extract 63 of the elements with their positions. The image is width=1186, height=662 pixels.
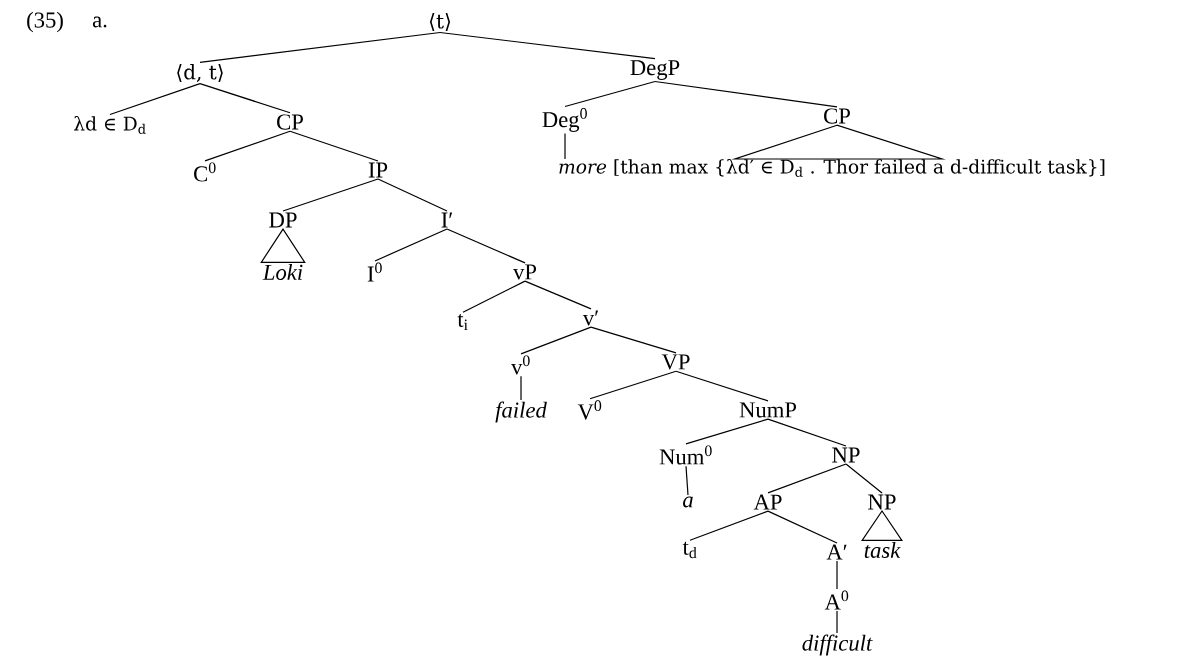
branch-line: [767, 463, 847, 494]
tree-label: NumP: [739, 402, 797, 418]
tree-label: I′: [441, 212, 453, 228]
example-number: a.: [92, 16, 107, 28]
tree-label: IP: [368, 162, 388, 178]
tree-label: t$_{d}$: [682, 541, 697, 559]
branch-line: [767, 418, 847, 447]
tree-label: NP: [832, 447, 860, 463]
branch-line: [836, 610, 838, 634]
branch-line: [767, 510, 838, 544]
branch-line: [199, 31, 441, 64]
tree-label: A′: [826, 544, 847, 560]
branch-line: [675, 370, 769, 402]
tree-label: NP: [868, 494, 896, 510]
tree-label: CP: [277, 114, 303, 130]
branch-line: [462, 280, 526, 313]
leaf-word: task: [864, 542, 901, 558]
tree-label: λd ∈ D$_{d}$: [74, 116, 146, 134]
tree-label: CP: [824, 108, 850, 124]
branch-line: [204, 130, 291, 162]
tree-label: VP: [661, 354, 690, 370]
tree-label: t$_{i}$: [457, 313, 468, 331]
branch-line: [524, 280, 592, 310]
branch-line: [377, 178, 448, 212]
tree-label: DP: [269, 212, 297, 228]
branch-line: [109, 82, 201, 116]
branch-line: [845, 463, 883, 494]
tree-label: AP: [753, 494, 782, 510]
tree-label: v′: [582, 310, 599, 326]
branch-line: [685, 418, 769, 445]
tree-label: C$^{0}$: [194, 162, 216, 182]
tree-label: more [than max {λd′ ∈ D$_{d}$ . Thor failed a d-difficult task}]: [559, 159, 1105, 177]
branch-line: [289, 130, 379, 162]
tree-label: DegP: [630, 60, 680, 80]
branch-line: [520, 326, 592, 355]
leaf-word: Loki: [262, 264, 303, 280]
tree-label: Num$^{0}$: [659, 445, 712, 465]
branch-line: [589, 370, 677, 400]
tree-label: vP: [513, 264, 537, 280]
branch-line: [439, 31, 656, 60]
branch-line: [199, 82, 291, 114]
tree-label: ⟨t⟩: [429, 13, 451, 31]
branch-line: [282, 178, 379, 212]
branch-line: [564, 132, 566, 160]
example-number: (35): [27, 11, 63, 33]
leaf-word: failed: [495, 401, 547, 423]
tree-label: V$^{0}$: [577, 400, 602, 420]
tree-label: I$^{0}$: [367, 262, 382, 282]
tree-label: A$^{0}$: [824, 590, 849, 610]
branch-line: [590, 326, 677, 354]
tree-label: ⟨d, t⟩: [177, 64, 223, 82]
branch-line: [520, 375, 522, 401]
branch-line: [564, 80, 656, 108]
branch-line: [654, 80, 838, 108]
branch-line: [446, 228, 526, 264]
leaf-word: difficult: [802, 634, 873, 656]
branch-line: [374, 228, 448, 262]
tree-label: v$^{0}$: [511, 355, 530, 375]
branch-line: [836, 560, 838, 590]
tree-label: Deg$^{0}$: [542, 108, 587, 132]
branch-line: [685, 465, 689, 496]
branch-line: [689, 510, 769, 541]
leaf-word: a: [683, 496, 693, 508]
